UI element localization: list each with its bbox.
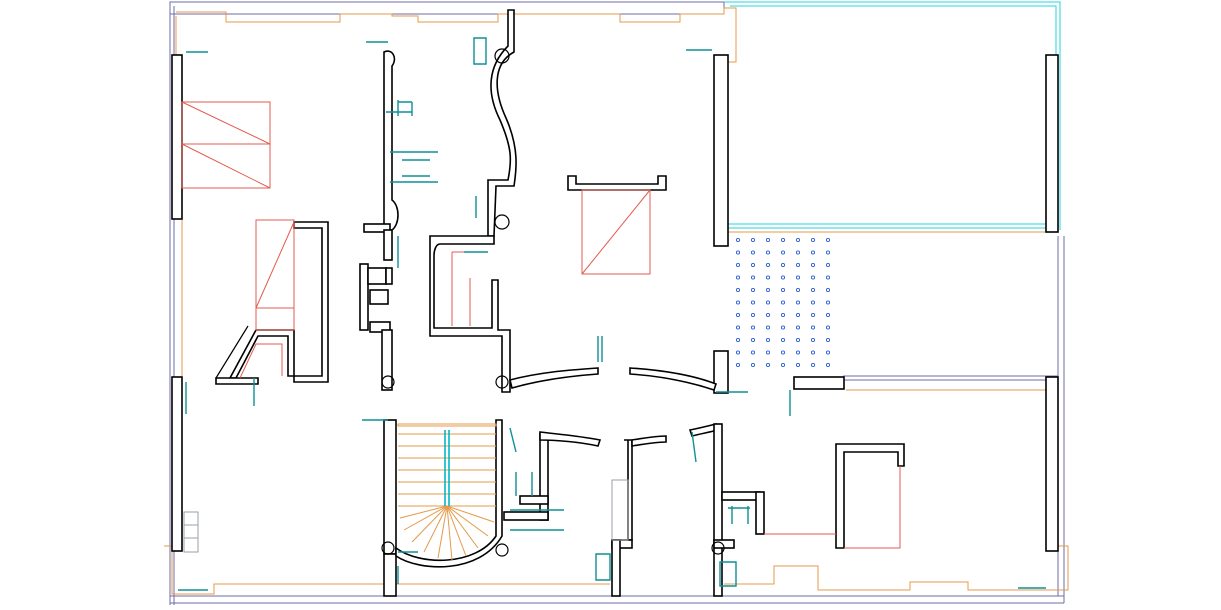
paving-dot bbox=[810, 312, 816, 318]
paving-dot bbox=[765, 325, 771, 330]
paving-dot bbox=[825, 337, 831, 343]
paving-dot bbox=[765, 312, 771, 318]
paving-dot bbox=[780, 300, 786, 305]
paving-dot bbox=[795, 262, 801, 268]
paving-dot bbox=[750, 237, 756, 243]
paving-dot bbox=[780, 275, 786, 280]
paving-dot bbox=[735, 337, 741, 343]
left-room-walls bbox=[215, 221, 329, 385]
paving-dot bbox=[795, 275, 801, 280]
paving-dot bbox=[780, 362, 786, 368]
slab-edge-outline bbox=[164, 7, 1069, 595]
center-right-furniture bbox=[451, 189, 901, 549]
paving-dot bbox=[810, 337, 816, 343]
paving-dot bbox=[750, 262, 756, 268]
paving-dot bbox=[795, 337, 801, 343]
paving-dot bbox=[810, 275, 816, 280]
paving-dot bbox=[765, 287, 771, 293]
site-boundary bbox=[169, 1, 1065, 605]
paving-dot bbox=[810, 325, 816, 330]
paving-dot bbox=[735, 237, 741, 243]
paving-dot bbox=[810, 287, 816, 293]
paving-dot bbox=[795, 325, 801, 330]
paving-dot bbox=[780, 337, 786, 343]
paving-dot bbox=[825, 275, 831, 280]
paving-dot bbox=[795, 250, 801, 255]
paving-dot bbox=[735, 287, 741, 293]
paving-dot bbox=[735, 250, 741, 255]
paving-dot bbox=[825, 312, 831, 318]
paving-dot bbox=[825, 325, 831, 330]
paving-dot bbox=[750, 250, 756, 255]
paving-dot bbox=[780, 287, 786, 293]
paving-dot bbox=[765, 350, 771, 355]
paving-dot bbox=[780, 237, 786, 243]
paving-dot bbox=[780, 325, 786, 330]
paving-dot bbox=[750, 275, 756, 280]
paving-dot bbox=[810, 350, 816, 355]
paving-dot bbox=[780, 250, 786, 255]
paving-dot bbox=[735, 275, 741, 280]
paving-dot bbox=[735, 312, 741, 318]
paving-dot bbox=[765, 262, 771, 268]
paving-dot bbox=[780, 312, 786, 318]
paving-dot bbox=[765, 362, 771, 368]
columns bbox=[381, 48, 725, 557]
paving-dot bbox=[765, 275, 771, 280]
paving-dot bbox=[750, 362, 756, 368]
paving-dot bbox=[795, 350, 801, 355]
paving-dot bbox=[795, 300, 801, 305]
paving-dot bbox=[765, 300, 771, 305]
terrace-outline bbox=[724, 1, 1061, 230]
paving-dot bbox=[825, 250, 831, 255]
paving-dot bbox=[825, 300, 831, 305]
shelving bbox=[183, 479, 629, 553]
paving-dot bbox=[795, 237, 801, 243]
paving-dot bbox=[750, 287, 756, 293]
left-furniture bbox=[181, 101, 295, 379]
paving-dot bbox=[810, 250, 816, 255]
paving-dot bbox=[810, 262, 816, 268]
paving-dot bbox=[825, 262, 831, 268]
paving-dot bbox=[750, 337, 756, 343]
central-cabinet bbox=[567, 175, 667, 191]
paving-dot bbox=[765, 250, 771, 255]
paving-dot bbox=[750, 312, 756, 318]
paving-dot bbox=[735, 300, 741, 305]
paving-dot bbox=[735, 262, 741, 268]
central-left-walls bbox=[359, 50, 399, 391]
paving-dot bbox=[780, 350, 786, 355]
paving-dot bbox=[795, 362, 801, 368]
paving-dot bbox=[825, 350, 831, 355]
paving-dot bbox=[780, 262, 786, 268]
windows-and-fixtures bbox=[178, 37, 1046, 591]
paving-dot-grid bbox=[735, 237, 831, 368]
paving-dot bbox=[750, 325, 756, 330]
paving-dot bbox=[795, 287, 801, 293]
paving-dot bbox=[810, 362, 816, 368]
paving-dot bbox=[795, 312, 801, 318]
exterior-walls bbox=[171, 54, 1059, 552]
paving-dot bbox=[735, 362, 741, 368]
paving-dot bbox=[825, 362, 831, 368]
paving-dot bbox=[750, 300, 756, 305]
paving-dot bbox=[825, 237, 831, 243]
paving-dot bbox=[750, 350, 756, 355]
paving-dot bbox=[810, 300, 816, 305]
paving-dot bbox=[765, 337, 771, 343]
staircase bbox=[397, 423, 497, 561]
curved-wall bbox=[429, 9, 718, 393]
paving-dot bbox=[825, 287, 831, 293]
paving-dot bbox=[765, 237, 771, 243]
paving-dot bbox=[735, 350, 741, 355]
paving-dot bbox=[735, 325, 741, 330]
paving-dot bbox=[810, 237, 816, 243]
